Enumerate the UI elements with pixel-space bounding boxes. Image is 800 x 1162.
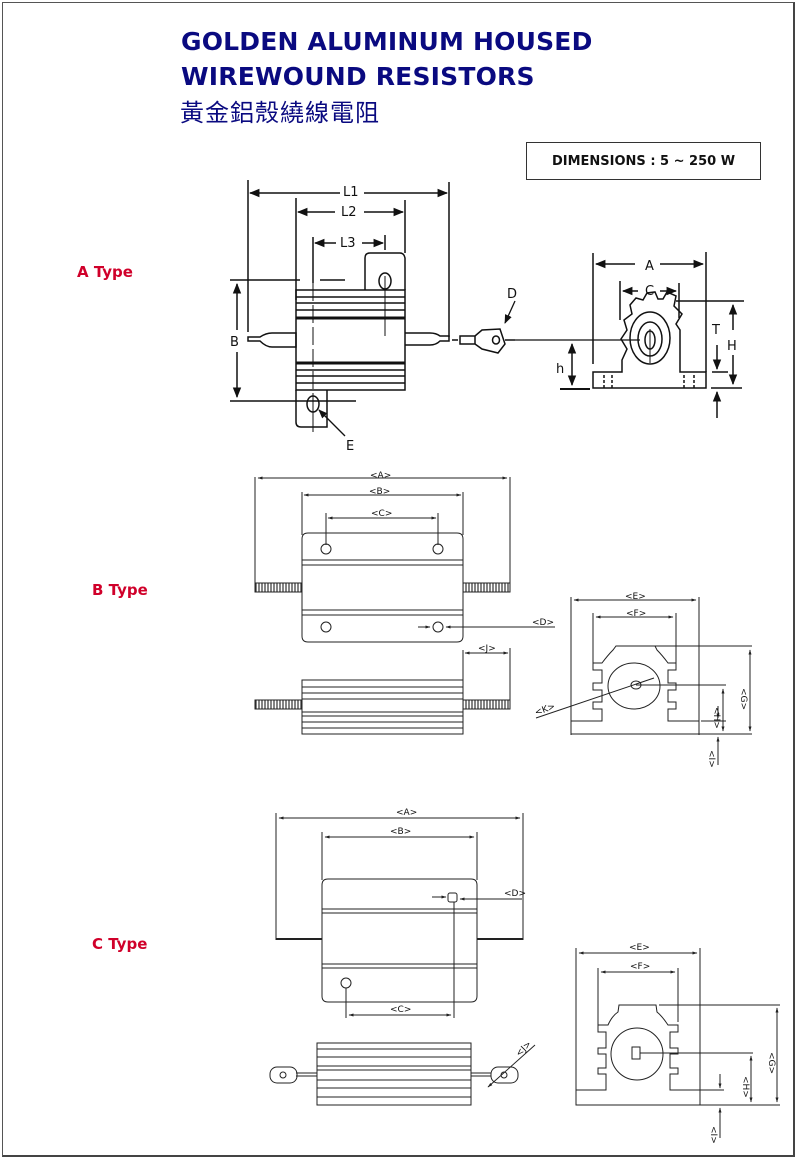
b-dim-label-b: <B>	[369, 487, 390, 497]
page-title: GOLDEN ALUMINUM HOUSED WIREWOUND RESISTO…	[181, 24, 593, 94]
c-type-top-view: <A> <B> <C> <D>	[275, 808, 526, 1018]
c-dim-label-a: <A>	[396, 808, 417, 818]
dim-label-d: D	[507, 287, 517, 302]
dimensions-note: DIMENSIONS : 5 ~ 250 W	[526, 142, 761, 180]
c-dim-label-d: <D>	[504, 889, 526, 899]
c-type-side-view: <J>	[269, 1039, 536, 1106]
dim-label-h-upper: H	[727, 339, 737, 354]
c-type-end-view: <E> <F> <G> <H> <I>	[575, 943, 780, 1144]
dim-label-b: B	[230, 335, 239, 350]
b-dim-label-h: <H>	[711, 707, 721, 729]
c-dim-label-c: <C>	[390, 1005, 411, 1015]
b-dim-label-e: <E>	[625, 592, 646, 602]
a-type-end-view: A C T H h	[556, 252, 744, 418]
b-type-top-view: <A> <B> <C> <D>	[254, 471, 555, 643]
c-dim-label-i: <I>	[708, 1126, 718, 1144]
dim-label-l1: L1	[343, 185, 359, 200]
dim-label-e: E	[346, 439, 354, 454]
a-type-side-view: L1 L2 L3 B D E	[230, 180, 517, 454]
b-type-side-view: <J>	[254, 644, 511, 735]
title-line-2: WIREWOUND RESISTORS	[181, 62, 535, 91]
b-dim-label-c: <C>	[371, 509, 392, 519]
dim-label-a: A	[645, 259, 654, 274]
c-type-label: C Type	[92, 935, 148, 953]
b-dim-label-a: <A>	[370, 471, 391, 481]
b-dim-label-k: <K>	[534, 702, 557, 719]
c-dim-label-b: <B>	[390, 827, 411, 837]
dim-label-t: T	[711, 323, 720, 338]
chinese-subtitle: 黃金鋁殼繞線電阻	[180, 99, 380, 127]
b-type-label: B Type	[92, 581, 148, 599]
b-dim-label-j: <J>	[478, 644, 496, 654]
title-line-1: GOLDEN ALUMINUM HOUSED	[181, 27, 593, 56]
c-dim-label-h: <H>	[740, 1076, 750, 1098]
dim-label-l2: L2	[341, 205, 357, 220]
dim-label-h-lower: h	[556, 362, 564, 377]
c-dim-label-e: <E>	[629, 943, 650, 953]
c-dim-label-g: <G>	[766, 1052, 776, 1074]
a-type-label: A Type	[77, 263, 133, 281]
c-dim-label-f: <F>	[630, 962, 650, 972]
b-dim-label-i: <I>	[706, 750, 716, 768]
c-dim-label-j: <J>	[514, 1039, 534, 1059]
b-dim-label-d: <D>	[532, 618, 554, 628]
b-type-end-view: <E> <F> <K> <G> <H> <I>	[534, 592, 752, 768]
b-dim-label-f: <F>	[626, 609, 646, 619]
b-dim-label-g: <G>	[738, 688, 748, 710]
dim-label-c: C	[645, 284, 654, 299]
dim-label-l3: L3	[340, 236, 356, 251]
